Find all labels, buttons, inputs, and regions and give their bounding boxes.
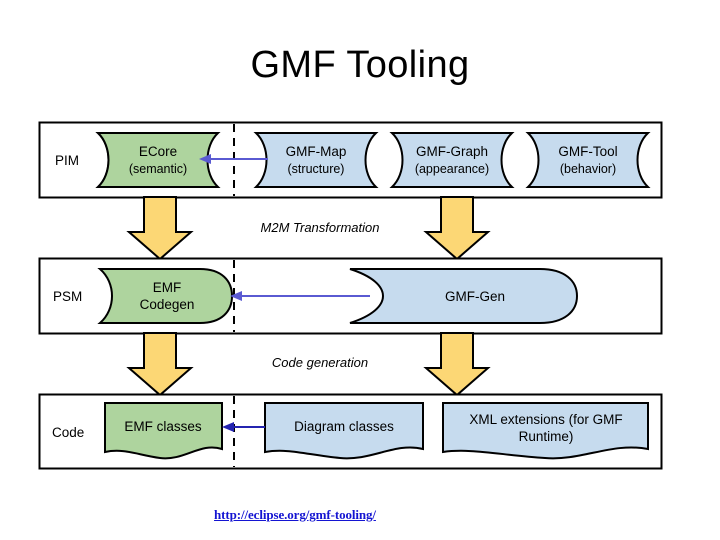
row-psm-side-label: PSM <box>53 289 82 304</box>
node-ecore-body <box>95 132 221 188</box>
node-ecore-line2: (semantic) <box>129 162 187 176</box>
node-emf-classes-shape <box>104 402 223 460</box>
transformation-label-m2m: M2M Transformation <box>261 220 380 235</box>
node-xml-extensions-shape <box>442 402 649 460</box>
node-gmf-tool-line1: GMF-Tool <box>558 144 617 159</box>
node-emf-classes-line1: EMF classes <box>124 419 202 434</box>
row-pim: PIM ECore (semantic) GMF-Map (structure)… <box>38 121 663 199</box>
node-emf-codegen-shape <box>97 268 234 324</box>
arrow-pim-to-psm-left <box>126 196 194 261</box>
node-gmf-graph-shape <box>389 132 515 188</box>
row-code-side-label: Code <box>52 425 84 440</box>
gmf-tooling-link[interactable]: http://eclipse.org/gmf-tooling/ <box>214 507 376 522</box>
connector-diagram-to-emf-classes-head <box>222 422 234 432</box>
node-gmf-graph-line2: (appearance) <box>415 162 489 176</box>
row-pim-side-label: PIM <box>55 153 79 168</box>
node-xml-extensions-line1: XML extensions (for GMF <box>469 412 622 427</box>
node-emf-codegen-line2: Codegen <box>140 297 195 312</box>
arrow-pim-to-psm-right <box>423 196 491 261</box>
node-xml-extensions-line2: Runtime) <box>519 429 574 444</box>
node-gmf-gen-line1: GMF-Gen <box>445 289 505 304</box>
row-psm: PSM EMF Codegen GMF-Gen <box>38 257 663 335</box>
connector-map-to-ecore-head <box>199 154 211 164</box>
node-diagram-classes-shape <box>264 402 424 460</box>
node-gmf-tool-line2: (behavior) <box>560 162 616 176</box>
page-title: GMF Tooling <box>250 44 470 86</box>
node-diagram-classes-line1: Diagram classes <box>294 419 394 434</box>
node-gmf-map-line2: (structure) <box>288 162 345 176</box>
transformation-label-codegen: Code generation <box>272 355 368 370</box>
node-emf-codegen-line1: EMF <box>153 280 182 295</box>
node-gmf-map-shape <box>253 132 379 188</box>
node-gmf-tool-shape <box>525 132 651 188</box>
node-gmf-map-line1: GMF-Map <box>286 144 347 159</box>
arrow-psm-to-code-left <box>126 332 194 397</box>
arrow-psm-to-code-right <box>423 332 491 397</box>
node-gmf-gen-shape <box>349 268 579 324</box>
node-ecore-line1: ECore <box>139 144 177 159</box>
connector-gen-to-codegen-head <box>230 291 242 301</box>
source-link-container: http://eclipse.org/gmf-tooling/ <box>0 506 720 524</box>
row-code: Code EMF classes Diagram classes XML ext… <box>38 393 663 470</box>
node-gmf-graph-line1: GMF-Graph <box>416 144 488 159</box>
